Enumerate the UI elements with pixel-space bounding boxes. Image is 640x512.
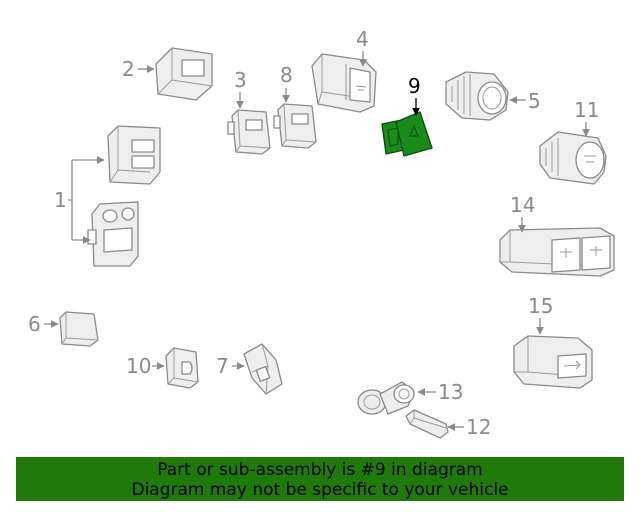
banner-line-1: Part or sub-assembly is #9 in diagram bbox=[157, 460, 483, 480]
callout-14: 14 bbox=[510, 193, 535, 233]
callout-7: 7 bbox=[216, 354, 245, 378]
part-4-switch[interactable] bbox=[311, 53, 377, 113]
parts-diagram: 1 2 3 8 4 bbox=[28, 27, 615, 439]
callout-label-12: 12 bbox=[466, 415, 491, 439]
part-14-switch-panel[interactable] bbox=[499, 227, 615, 277]
part-3-switch[interactable] bbox=[227, 109, 271, 155]
callout-label-10: 10 bbox=[126, 354, 151, 378]
callout-13: 13 bbox=[417, 380, 463, 404]
callout-label-4: 4 bbox=[356, 27, 369, 51]
callout-4: 4 bbox=[356, 27, 369, 67]
part-2-switch[interactable] bbox=[155, 47, 213, 101]
part-1-switch-assembly[interactable] bbox=[87, 125, 161, 267]
callout-label-3: 3 bbox=[234, 68, 247, 92]
callout-1: 1 bbox=[54, 156, 105, 244]
callout-6: 6 bbox=[28, 312, 59, 336]
callout-2: 2 bbox=[122, 57, 155, 81]
callout-15: 15 bbox=[528, 294, 553, 335]
callout-label-8: 8 bbox=[280, 63, 293, 87]
callout-9: 9 bbox=[408, 74, 421, 116]
callout-label-13: 13 bbox=[438, 380, 463, 404]
part-10-switch[interactable] bbox=[165, 347, 199, 389]
callout-8: 8 bbox=[280, 63, 293, 103]
callout-label-7: 7 bbox=[216, 354, 229, 378]
banner-line-2: Diagram may not be specific to your vehi… bbox=[131, 480, 509, 500]
callout-3: 3 bbox=[234, 68, 247, 109]
part-6-switch[interactable] bbox=[59, 311, 99, 347]
callout-label-6: 6 bbox=[28, 312, 41, 336]
part-5-knob[interactable] bbox=[445, 71, 509, 121]
part-8-switch[interactable] bbox=[273, 103, 317, 149]
part-13-socket[interactable] bbox=[357, 381, 415, 415]
part-15-usb-port[interactable] bbox=[513, 335, 593, 389]
callout-label-1: 1 bbox=[54, 188, 67, 212]
info-banner: Part or sub-assembly is #9 in diagram Di… bbox=[16, 457, 624, 501]
part-12-plug[interactable] bbox=[405, 409, 449, 439]
callout-11: 11 bbox=[574, 98, 599, 137]
callout-5: 5 bbox=[509, 89, 541, 113]
callout-label-14: 14 bbox=[510, 193, 535, 217]
part-7-switch[interactable] bbox=[243, 343, 283, 395]
callout-10: 10 bbox=[126, 354, 165, 378]
callout-label-11: 11 bbox=[574, 98, 599, 122]
part-9-switch-highlighted[interactable] bbox=[381, 111, 433, 157]
callout-label-5: 5 bbox=[528, 89, 541, 113]
callout-label-15: 15 bbox=[528, 294, 553, 318]
callout-label-9: 9 bbox=[408, 74, 421, 98]
callout-12: 12 bbox=[447, 415, 491, 439]
part-11-push-button[interactable] bbox=[539, 131, 607, 185]
callout-label-2: 2 bbox=[122, 57, 135, 81]
